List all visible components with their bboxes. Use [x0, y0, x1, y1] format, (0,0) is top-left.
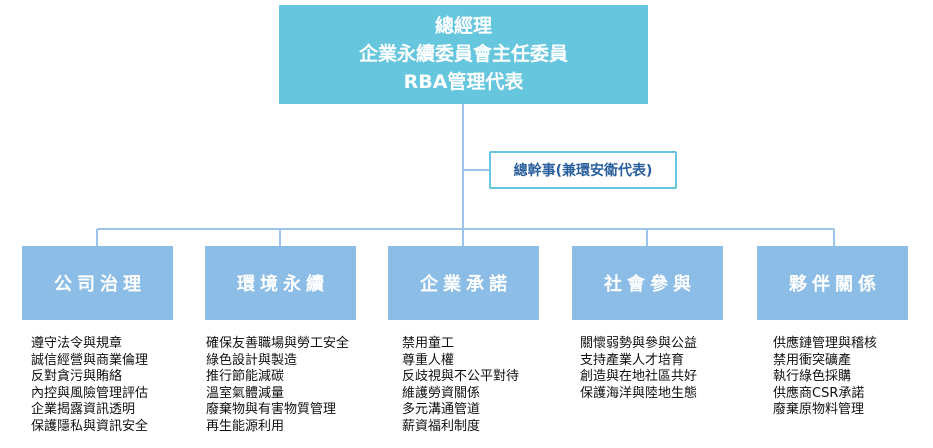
- president-box: 總經理 企業永續委員會主任委員 RBA管理代表: [279, 5, 648, 104]
- list-item: 保護隱私與資訊安全: [31, 418, 149, 434]
- list-item: 薪資福利制度: [402, 418, 481, 434]
- list-item: 關懷弱勢與參與公益: [580, 336, 698, 351]
- duty-list-environmental-sustainability: 確保友善職場與勞工安全 綠色設計與製造 推行節能減碳 溫室氣體減量 廢棄物與有害…: [206, 336, 349, 436]
- list-item: 溫室氣體減量: [206, 385, 285, 401]
- list-item: 綠色設計與製造: [206, 352, 298, 368]
- dept-box-corporate-commitment: 企業承諾: [388, 246, 539, 320]
- dept-name: 企業承諾: [420, 274, 512, 295]
- list-item: 推行節能減碳: [206, 369, 285, 385]
- list-item: 企業揭露資訊透明: [31, 402, 136, 418]
- list-item: 遵守法令與規章: [31, 336, 123, 351]
- dept-box-social-engagement: 社會參與: [572, 246, 723, 320]
- committee-chair-title: 企業永續委員會主任委員: [358, 43, 568, 65]
- dept-name: 社會參與: [604, 274, 696, 295]
- list-item: 支持產業人才培育: [580, 352, 685, 368]
- dept-name: 環境永續: [237, 274, 329, 295]
- list-item: 創造與在地社區共好: [580, 369, 698, 385]
- dept-name: 夥伴關係: [789, 274, 881, 295]
- list-item: 尊重人權: [402, 352, 455, 368]
- duty-list-corporate-governance: 遵守法令與規章 誠信經營與商業倫理 反對貪污與賄絡 內控與風險管理評估 企業揭露…: [31, 336, 148, 436]
- list-item: 保護海洋與陸地生態: [580, 385, 698, 401]
- list-item: 供應鏈管理與稽核: [773, 336, 878, 351]
- dept-box-partnerships: 夥伴關係: [757, 246, 908, 320]
- list-item: 供應商CSR承諾: [773, 385, 865, 401]
- list-item: 廢棄原物料管理: [773, 402, 865, 418]
- list-item: 廢棄物與有害物質管理: [206, 402, 337, 418]
- duty-list-social-engagement: 關懷弱勢與參與公益 支持產業人才培育 創造與在地社區共好 保護海洋與陸地生態: [580, 336, 697, 402]
- dept-box-corporate-governance: 公司治理: [22, 246, 173, 320]
- list-item: 多元溝通管道: [402, 402, 481, 418]
- list-item: 再生能源利用: [206, 418, 285, 434]
- list-item: 誠信經營與商業倫理: [31, 352, 149, 368]
- dept-name: 公司治理: [54, 274, 146, 295]
- list-item: 執行綠色採購: [773, 369, 852, 385]
- list-item: 反對貪污與賄絡: [31, 369, 123, 385]
- list-item: 禁用童工: [402, 336, 455, 351]
- general-secretary-box: 總幹事(兼環安衛代表): [489, 151, 677, 189]
- list-item: 維護勞資關係: [402, 385, 481, 401]
- rba-representative-title: RBA管理代表: [403, 71, 524, 93]
- list-item: 確保友善職場與勞工安全: [206, 336, 350, 351]
- list-item: 內控與風險管理評估: [31, 385, 149, 401]
- duty-list-corporate-commitment: 禁用童工 尊重人權 反歧視與不公平對待 維護勞資關係 多元溝通管道 薪資福利制度: [402, 336, 519, 436]
- list-item: 反歧視與不公平對待: [402, 369, 520, 385]
- list-item: 禁用衝突礦產: [773, 352, 852, 368]
- president-title: 總經理: [434, 15, 492, 37]
- dept-box-environmental-sustainability: 環境永續: [205, 246, 356, 320]
- duty-list-partnerships: 供應鏈管理與稽核 禁用衝突礦產 執行綠色採購 供應商CSR承諾 廢棄原物料管理: [773, 336, 877, 419]
- general-secretary-label: 總幹事(兼環安衛代表): [513, 163, 653, 179]
